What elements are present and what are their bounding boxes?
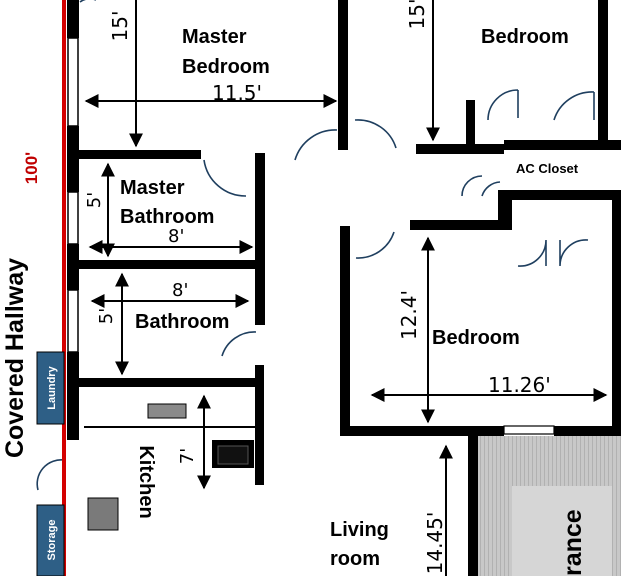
laundry-label: Laundry: [46, 365, 58, 409]
dim-master-bedroom-width: 11.5': [212, 81, 262, 105]
door-swings: [36, 0, 595, 491]
master-bedroom-label: Master Bedroom: [182, 26, 270, 78]
entrance-label: rance: [559, 509, 587, 576]
laundry-tag: Laundry: [36, 351, 65, 425]
storage-label: Storage: [46, 520, 58, 561]
dimension-arrows: [84, 0, 608, 576]
stove-plate: [217, 445, 249, 465]
covered-hallway-label: Covered Hallway: [1, 258, 29, 458]
kitchen-label: Kitchen: [135, 445, 157, 518]
interior-walls: [79, 0, 621, 576]
storage-tag: Storage: [36, 504, 65, 576]
dim-kitchen-height: 7': [177, 448, 198, 464]
dim-master-bathroom-height: 5': [84, 192, 105, 208]
entrance-inner: [512, 486, 612, 576]
dim-bathroom-height: 5': [96, 308, 117, 324]
living-room-label: Living room: [330, 519, 394, 570]
sink-fixture: [147, 403, 187, 419]
dim-master-bathroom-width: 8': [168, 226, 184, 247]
dim-bathroom-width: 8': [172, 280, 188, 301]
dim-bedroom-lower-height: 12.4': [397, 290, 421, 340]
ac-closet-label: AC Closet: [516, 161, 579, 176]
bedroom-lower-label: Bedroom: [432, 327, 520, 349]
dim-living-room-height: 14.45': [423, 512, 447, 575]
dim-bedroom-top-height: 15': [405, 0, 429, 29]
dim-bedroom-lower-width: 11.26': [488, 373, 551, 397]
dim-master-bedroom-height: 15': [108, 11, 132, 42]
bathroom-label: Bathroom: [135, 311, 229, 333]
storage-box: [87, 497, 119, 531]
hallway-boundary-line: [62, 0, 66, 576]
left-exterior-wall: [67, 0, 79, 440]
bedroom-top-label: Bedroom: [481, 26, 569, 48]
master-bathroom-label: Master Bathroom: [120, 177, 214, 228]
total-length-label: 100': [22, 152, 41, 184]
